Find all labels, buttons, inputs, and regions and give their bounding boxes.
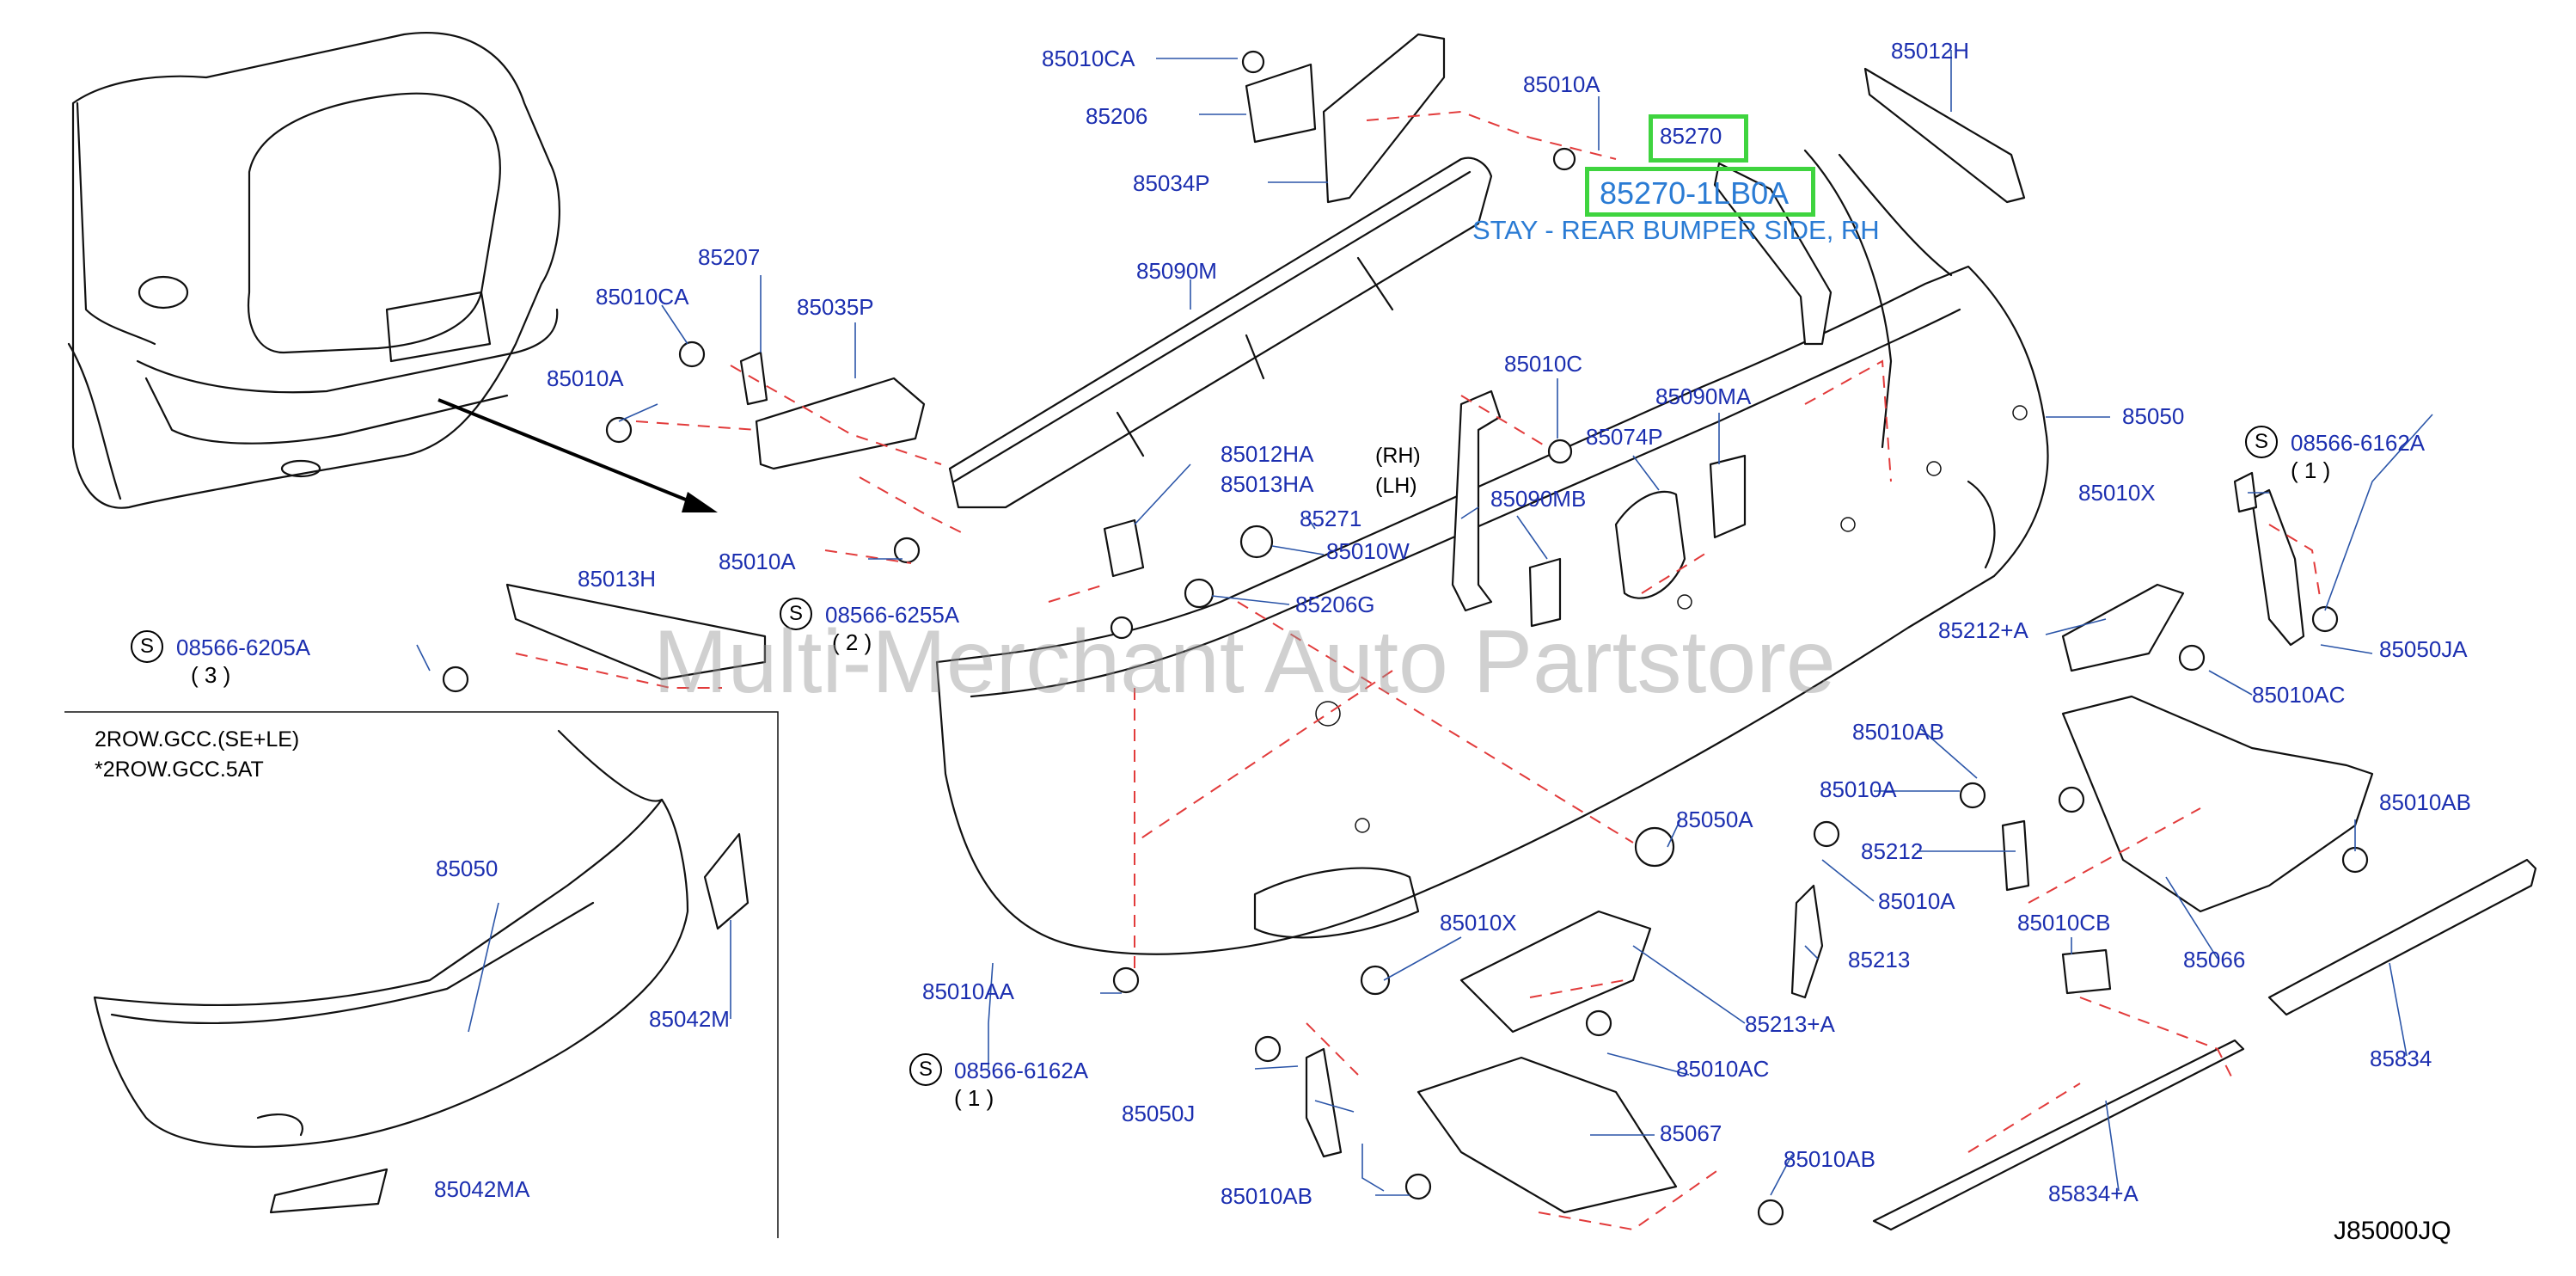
clip-85012ha <box>1103 518 1145 578</box>
inset-border <box>64 711 779 1238</box>
label-85010A-rmid[interactable]: 85010A <box>1820 776 1897 802</box>
label-85010AA[interactable]: 85010AA <box>922 978 1014 1004</box>
label-85066[interactable]: 85066 <box>2183 947 2246 972</box>
upper-bracket-85034p <box>1322 33 1446 204</box>
label-85090MA[interactable]: 85090MA <box>1655 383 1752 409</box>
label-85034P[interactable]: 85034P <box>1133 170 1210 196</box>
leader-lines <box>416 50 2433 1196</box>
bumper-reinforcement <box>948 156 1493 509</box>
label-85010CA-top[interactable]: 85010CA <box>1042 46 1135 71</box>
qty-s3: ( 1 ) <box>2291 457 2331 483</box>
bracket-85212 <box>2061 583 2185 672</box>
label-85050JA[interactable]: 85050JA <box>2379 636 2468 662</box>
highlight-description: STAY - REAR BUMPER SIDE, RH <box>1472 215 1880 245</box>
side-bracket-85013h <box>505 583 767 681</box>
watermark: Multi-Merchant Auto Partstore <box>653 612 1836 712</box>
label-85010A-top[interactable]: 85010A <box>1523 71 1600 97</box>
rear-bumper-fascia <box>935 149 2049 955</box>
stay-85050ja <box>2250 488 2305 647</box>
label-85010AC-low[interactable]: 85010AC <box>1676 1056 1770 1082</box>
label-85050A[interactable]: 85050A <box>1676 807 1753 832</box>
qty-s4: ( 1 ) <box>954 1085 994 1111</box>
label-85213plusA[interactable]: 85213+A <box>1745 1011 1835 1037</box>
assembly-lines <box>515 110 2322 1231</box>
bracket-85035p <box>755 377 926 470</box>
label-85010X-right[interactable]: 85010X <box>2078 480 2156 506</box>
label-85010CB[interactable]: 85010CB <box>2017 910 2111 936</box>
label-85010AB-bottom[interactable]: 85010AB <box>1221 1183 1312 1209</box>
stay-85270 <box>1713 162 1833 346</box>
diagram-code: J85000JQ <box>2334 1217 2451 1245</box>
label-85270[interactable]: 85270 <box>1660 123 1722 149</box>
label-85013HA[interactable]: 85013HA <box>1221 471 1314 497</box>
highlight-box-full-part-number[interactable]: 85270-1LB0A <box>1585 167 1815 217</box>
under-panel-85067 <box>1416 1056 1678 1214</box>
bracket-85206 <box>1245 63 1317 144</box>
side-bracket-85012h <box>1863 67 2026 204</box>
label-85090MB[interactable]: 85090MB <box>1490 486 1587 512</box>
label-85042MA[interactable]: 85042MA <box>434 1176 530 1202</box>
qty-s1: ( 3 ) <box>191 662 231 688</box>
label-85013H[interactable]: 85013H <box>578 566 657 592</box>
label-85212plusA[interactable]: 85212+A <box>1938 617 2028 643</box>
vehicle-rear-illustration <box>67 32 561 509</box>
highlight-box-85270[interactable] <box>1649 114 1748 163</box>
label-85012HA[interactable]: 85012HA <box>1221 441 1314 467</box>
highlight-full-part-number: 85270-1LB0A <box>1600 175 1790 211</box>
label-85050J[interactable]: 85050J <box>1122 1101 1196 1126</box>
label-85271[interactable]: 85271 <box>1300 506 1362 531</box>
under-cover-85066 <box>2061 695 2374 913</box>
label-85010AC-right[interactable]: 85010AC <box>2252 682 2346 708</box>
label-85035P[interactable]: 85035P <box>797 294 874 320</box>
screw-symbol-s1: S <box>131 630 163 663</box>
reflector-85074p <box>1614 490 1686 599</box>
label-85067[interactable]: 85067 <box>1660 1120 1722 1146</box>
label-08566-6205A[interactable]: 08566-6205A <box>176 635 311 660</box>
label-85074P[interactable]: 85074P <box>1586 424 1663 450</box>
label-85207[interactable]: 85207 <box>698 244 761 270</box>
label-85010X-low[interactable]: 85010X <box>1440 910 1517 936</box>
note-lh: (LH) <box>1375 474 1417 498</box>
label-85834plusA[interactable]: 85834+A <box>2048 1181 2139 1206</box>
screw-symbol-s3: S <box>2245 426 2278 458</box>
label-85010AB-low[interactable]: 85010AB <box>1784 1146 1875 1172</box>
trim-85834 <box>2267 858 2537 1016</box>
trim-85834plusA <box>1872 1039 2245 1231</box>
label-85042M[interactable]: 85042M <box>649 1006 730 1032</box>
label-85010A-mid[interactable]: 85010A <box>719 549 796 574</box>
label-85010A-left[interactable]: 85010A <box>547 365 624 391</box>
under-panel-85213plusA <box>1459 910 1652 1034</box>
label-08566-6162A-right[interactable]: 08566-6162A <box>2291 430 2426 456</box>
label-85010CA-left[interactable]: 85010CA <box>596 284 689 310</box>
label-85090M[interactable]: 85090M <box>1136 258 1217 284</box>
label-85010AB-mid[interactable]: 85010AB <box>1852 719 1944 745</box>
screw-symbol-s2: S <box>780 598 812 630</box>
inset-note-line1: 2ROW.GCC.(SE+LE) <box>95 727 300 751</box>
label-85212[interactable]: 85212 <box>1861 838 1924 864</box>
label-85012H[interactable]: 85012H <box>1891 38 1970 64</box>
label-85010AB-right[interactable]: 85010AB <box>2379 789 2471 815</box>
label-85050-inset[interactable]: 85050 <box>436 856 499 881</box>
label-85206G[interactable]: 85206G <box>1295 592 1375 617</box>
note-rh: (RH) <box>1375 444 1421 468</box>
label-85050[interactable]: 85050 <box>2122 403 2185 429</box>
label-08566-6255A[interactable]: 08566-6255A <box>825 602 960 628</box>
bracket-85010cb <box>2061 948 2112 995</box>
bracket-85213 <box>1790 884 1824 999</box>
label-85206[interactable]: 85206 <box>1086 103 1148 129</box>
screw-symbol-s4: S <box>909 1053 942 1086</box>
stay-85271 <box>1451 390 1502 612</box>
label-85010A-low[interactable]: 85010A <box>1878 888 1955 914</box>
label-08566-6162A-low[interactable]: 08566-6162A <box>954 1058 1089 1083</box>
label-85834[interactable]: 85834 <box>2370 1046 2432 1071</box>
label-85213[interactable]: 85213 <box>1848 947 1911 972</box>
qty-s2: ( 2 ) <box>832 629 872 655</box>
inset-note-line2: *2ROW.GCC.5AT <box>95 758 264 782</box>
label-85010W[interactable]: 85010W <box>1326 538 1410 564</box>
inset-bumper-illustration <box>93 729 750 1214</box>
label-85010C[interactable]: 85010C <box>1504 351 1583 377</box>
